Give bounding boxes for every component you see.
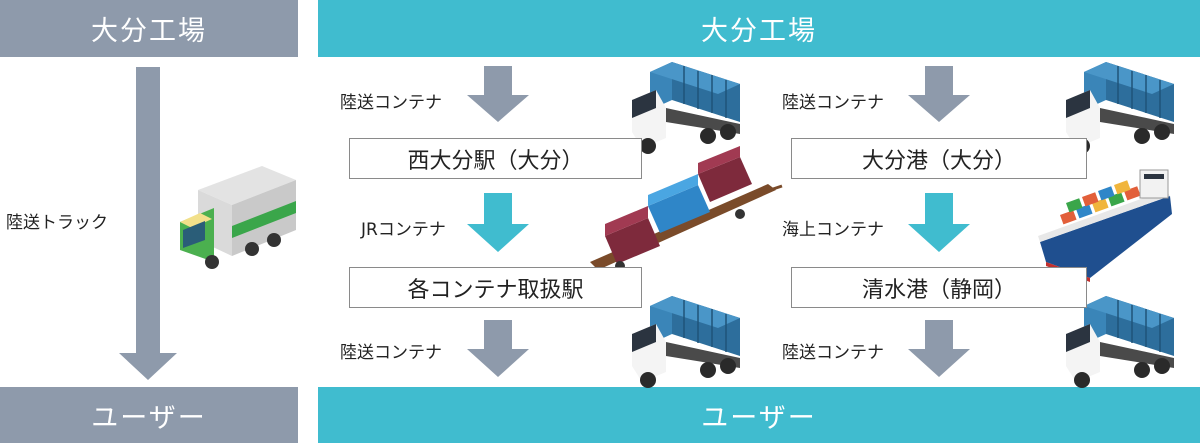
sea-arrow-1	[908, 66, 970, 122]
sea-step3-label: 陸送コンテナ	[782, 343, 884, 363]
rail-arrow-2	[467, 193, 529, 252]
left-footer: ユーザー	[0, 387, 298, 443]
sea-arrow-2	[908, 193, 970, 252]
rail-arrow-1	[467, 66, 529, 122]
right-footer-label: ユーザー	[701, 402, 817, 434]
green-truck-icon	[180, 166, 296, 269]
right-header-label: 大分工場	[701, 16, 817, 47]
right-footer: ユーザー	[318, 387, 1200, 443]
rail-station2-label: 各コンテナ取扱駅	[407, 277, 584, 303]
container-truck-icon-2	[631, 295, 741, 389]
sea-arrow-3	[908, 320, 970, 377]
left-truck-label: 陸送トラック	[6, 213, 108, 233]
left-footer-label: ユーザー	[91, 402, 207, 434]
rail-station2-box: 各コンテナ取扱駅	[349, 267, 642, 308]
sea-port1-label: 大分港（大分）	[861, 148, 1016, 174]
sea-port1-box: 大分港（大分）	[791, 138, 1087, 179]
container-ship-icon	[1038, 169, 1172, 282]
left-header: 大分工場	[0, 0, 298, 57]
right-header: 大分工場	[318, 0, 1200, 57]
rail-step2-label: JRコンテナ	[361, 220, 446, 240]
rail-step3-label: 陸送コンテナ	[340, 343, 442, 363]
rail-arrow-3	[467, 320, 529, 377]
left-header-label: 大分工場	[91, 16, 207, 47]
rail-station1-box: 西大分駅（大分）	[349, 138, 642, 179]
sea-step2-label: 海上コンテナ	[782, 220, 884, 240]
sea-step1-label: 陸送コンテナ	[782, 93, 884, 113]
freight-train-icon	[585, 146, 783, 278]
container-truck-icon-4	[1065, 295, 1175, 389]
sea-port2-box: 清水港（静岡）	[791, 267, 1087, 308]
left-down-arrow	[119, 67, 177, 380]
container-truck-icon-1	[631, 61, 741, 155]
sea-port2-label: 清水港（静岡）	[861, 277, 1016, 303]
rail-station1-label: 西大分駅（大分）	[407, 148, 584, 174]
rail-step1-label: 陸送コンテナ	[340, 93, 442, 113]
